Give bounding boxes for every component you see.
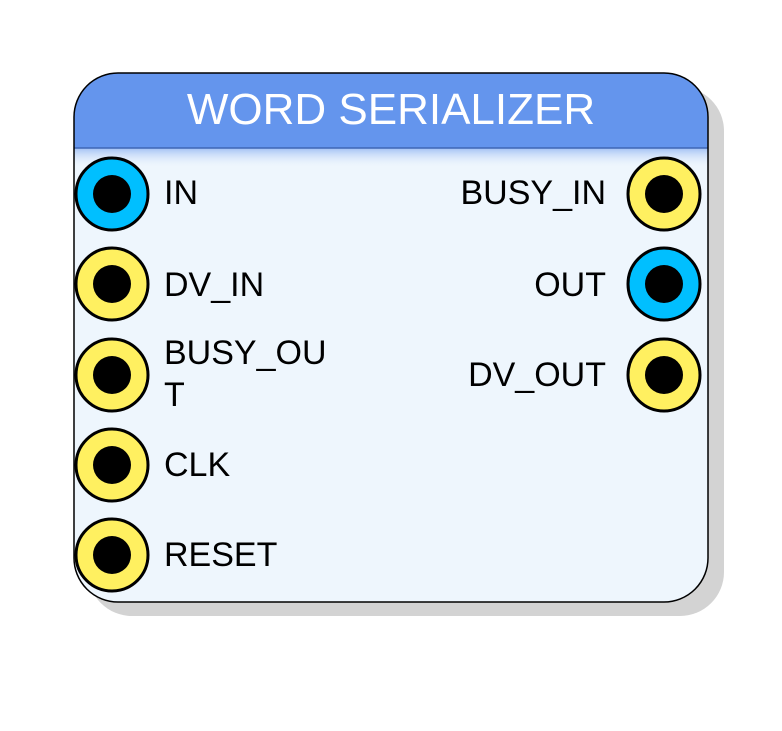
output-port-busy-in[interactable]: BUSY_IN	[461, 156, 702, 232]
port-dv-out-hole	[645, 356, 683, 394]
port-busy-out-hole	[93, 356, 131, 394]
port-label-clk: CLK	[164, 446, 230, 484]
input-port-reset[interactable]: RESET	[74, 517, 277, 593]
port-label-busy-in: BUSY_IN	[461, 174, 607, 212]
port-label-dv-out: DV_OUT	[468, 356, 606, 394]
input-port-in[interactable]: IN	[74, 156, 198, 232]
port-label-dv-in: DV_IN	[164, 266, 264, 304]
port-clk-hole	[93, 446, 131, 484]
block-header	[74, 73, 708, 148]
serializer-block[interactable]: WORD SERIALIZER	[73, 72, 709, 603]
output-port-out[interactable]: OUT	[534, 246, 702, 322]
port-label-reset: RESET	[164, 536, 277, 574]
input-port-clk[interactable]: CLK	[74, 427, 230, 503]
input-port-dv-in[interactable]: DV_IN	[74, 246, 264, 322]
port-out-hole	[645, 265, 683, 303]
port-label-in: IN	[164, 174, 198, 212]
port-dv-in-hole	[93, 265, 131, 303]
block-title: WORD SERIALIZER	[187, 85, 595, 134]
port-reset-hole	[93, 536, 131, 574]
block-outline	[73, 72, 709, 603]
input-port-busy-out[interactable]: BUSY_OU T	[74, 334, 327, 414]
header-fade	[74, 148, 708, 168]
port-label-out: OUT	[534, 266, 606, 304]
port-busy-in-hole	[645, 175, 683, 213]
port-in-hole	[93, 175, 131, 213]
output-port-dv-out[interactable]: DV_OUT	[468, 337, 702, 413]
port-label-busy-out-line1: BUSY_OU	[164, 334, 327, 372]
port-label-busy-out-line2: T	[164, 376, 185, 414]
